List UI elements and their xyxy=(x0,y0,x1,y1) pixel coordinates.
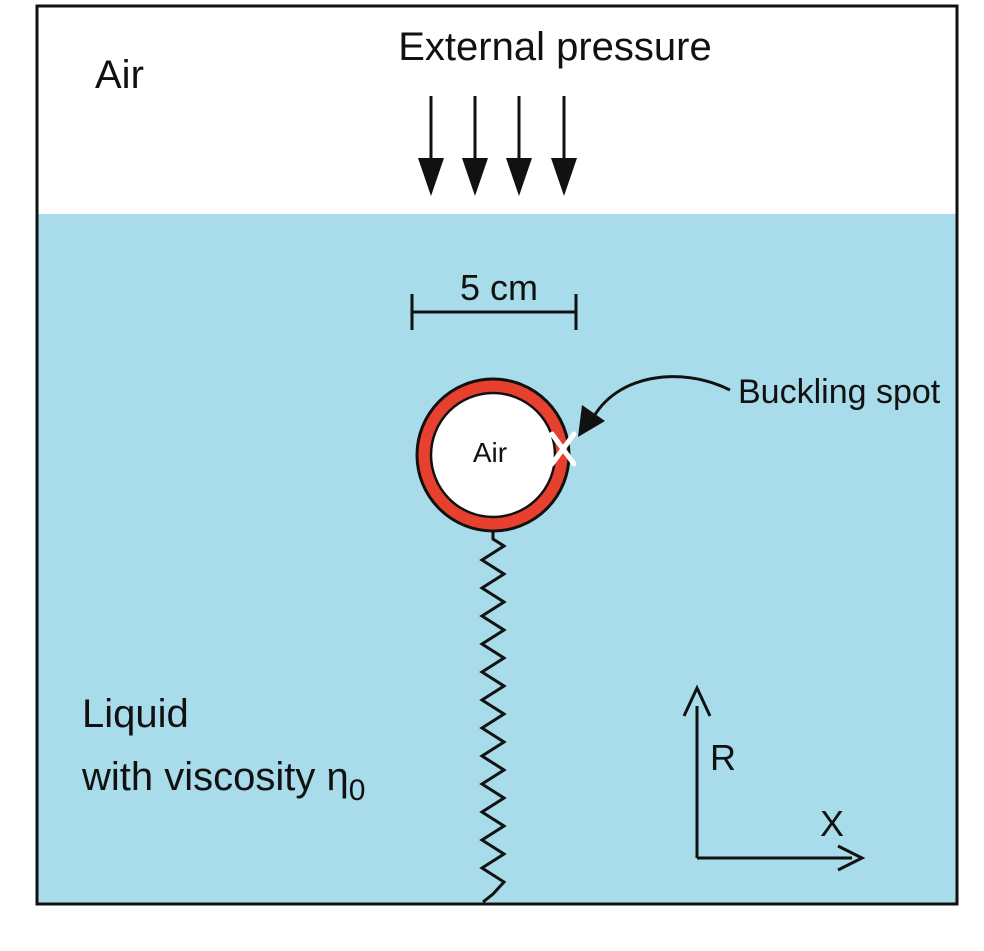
coordinate-axes xyxy=(682,684,866,872)
pressure-arrow xyxy=(551,96,577,196)
air-top-label: Air xyxy=(95,53,144,97)
bubble-air-label: Air xyxy=(473,437,507,468)
axis-r-arrowhead xyxy=(682,684,712,717)
viscosity-subscript: 0 xyxy=(349,774,366,807)
liquid-label-line1: Liquid xyxy=(82,692,189,736)
buckling-spot-marker xyxy=(549,431,577,467)
pressure-arrow xyxy=(462,96,488,196)
axis-x-arrowhead xyxy=(837,844,866,872)
bubble-air-core xyxy=(429,391,557,519)
air-region xyxy=(37,6,957,214)
liquid-region xyxy=(37,214,957,904)
scale-label: 5 cm xyxy=(460,267,538,308)
pressure-arrow xyxy=(506,96,532,196)
buckling-callout-arrow xyxy=(590,375,731,421)
liquid-label-line2: with viscosity η0 xyxy=(81,755,365,807)
axis-x-label: X xyxy=(820,803,844,844)
pressure-arrow xyxy=(418,96,444,196)
buckling-callout-arrowhead xyxy=(578,405,605,437)
external-pressure-label: External pressure xyxy=(398,25,711,69)
pressure-arrows xyxy=(418,96,577,196)
frame xyxy=(35,4,959,906)
tether-spring xyxy=(479,531,507,904)
axis-r-label: R xyxy=(710,737,736,778)
scale-bar xyxy=(410,294,578,330)
buckling-spot-label: Buckling spot xyxy=(738,373,941,411)
viscosity-text: with viscosity η xyxy=(81,755,349,799)
